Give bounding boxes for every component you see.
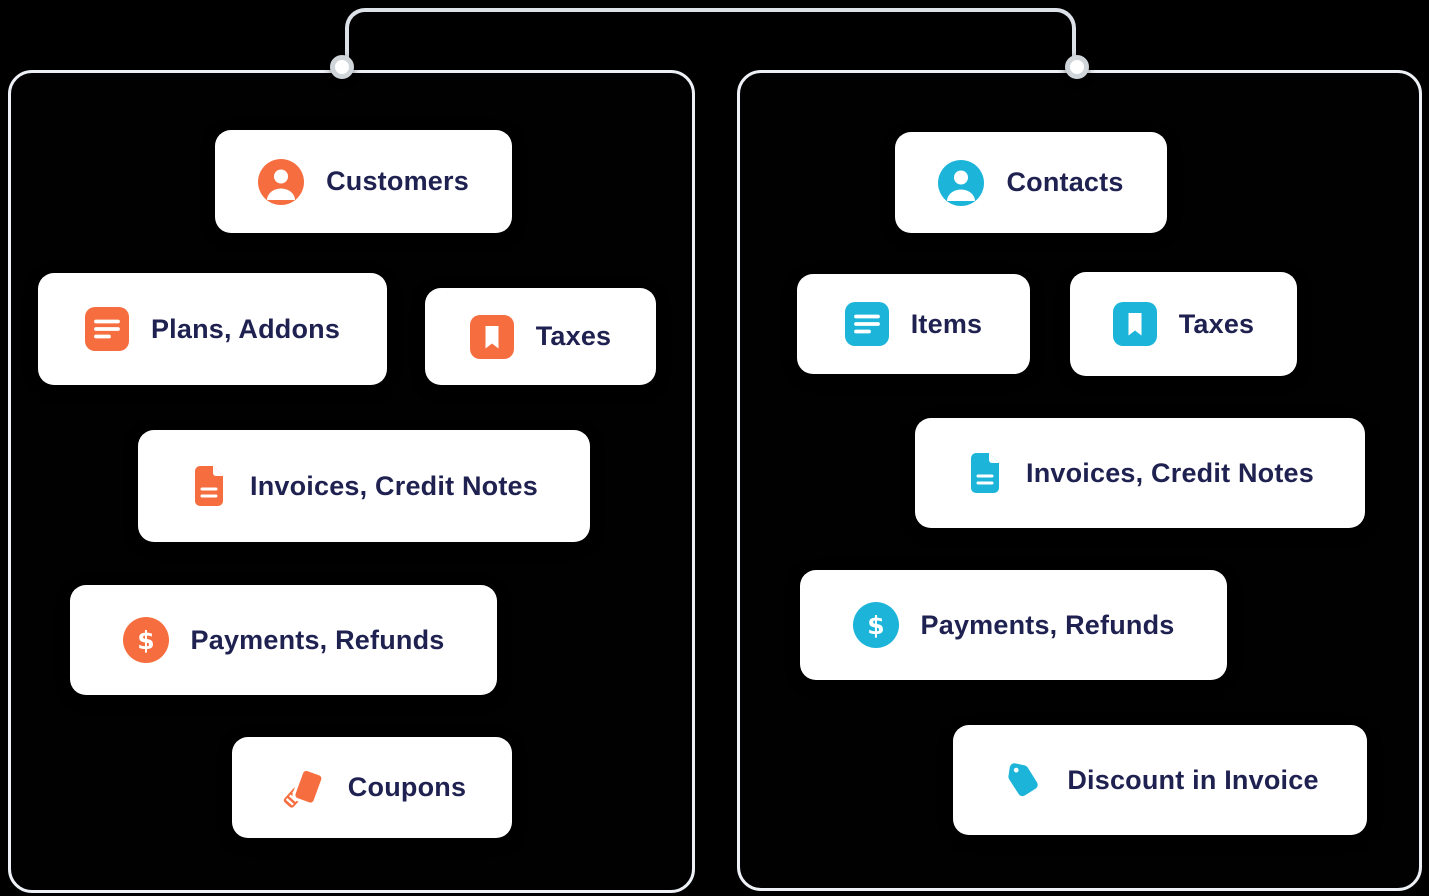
connector-line	[345, 8, 1076, 68]
card-invoices-credit-notes-right: Invoices, Credit Notes	[915, 418, 1365, 528]
card-items: Items	[797, 274, 1030, 374]
card-invoices-credit-notes-left: Invoices, Credit Notes	[138, 430, 590, 542]
coupons-icon	[283, 767, 325, 808]
card-label: Coupons	[347, 772, 467, 802]
tag-icon	[1008, 763, 1038, 797]
bookmark-icon	[469, 314, 514, 359]
card-customers: Customers	[215, 130, 512, 233]
card-label: Customers	[326, 166, 469, 196]
svg-text:$: $	[137, 626, 154, 655]
svg-text:$: $	[867, 611, 884, 640]
connector-node-left	[330, 55, 354, 79]
card-label: Taxes	[535, 321, 612, 351]
card-coupons: Coupons	[232, 737, 512, 838]
card-payments-refunds-left: $ Payments, Refunds	[70, 585, 497, 695]
dollar-icon: $	[122, 617, 169, 663]
dollar-icon: $	[852, 602, 899, 648]
document-icon	[971, 453, 999, 493]
card-taxes-left: Taxes	[425, 288, 656, 385]
card-taxes-right: Taxes	[1070, 272, 1297, 376]
card-label: Invoices, Credit Notes	[1026, 457, 1314, 488]
card-label: Taxes	[1178, 308, 1255, 339]
connector-node-right	[1065, 55, 1089, 79]
list-icon	[84, 307, 129, 351]
card-contacts: Contacts	[895, 132, 1167, 233]
bookmark-icon	[1112, 302, 1157, 346]
card-discount-in-invoice: Discount in Invoice	[953, 725, 1367, 835]
card-plans-addons: Plans, Addons	[38, 273, 387, 385]
card-label: Contacts	[1006, 167, 1124, 197]
user-icon	[258, 158, 305, 205]
card-label: Payments, Refunds	[190, 624, 445, 655]
card-label: Items	[910, 308, 983, 339]
card-label: Payments, Refunds	[920, 609, 1175, 640]
card-label: Invoices, Credit Notes	[250, 470, 538, 501]
user-icon	[938, 159, 985, 206]
card-payments-refunds-right: $ Payments, Refunds	[800, 570, 1227, 680]
card-label: Discount in Invoice	[1067, 764, 1319, 795]
list-icon	[844, 302, 889, 346]
document-icon	[195, 466, 223, 506]
card-label: Plans, Addons	[150, 313, 341, 344]
